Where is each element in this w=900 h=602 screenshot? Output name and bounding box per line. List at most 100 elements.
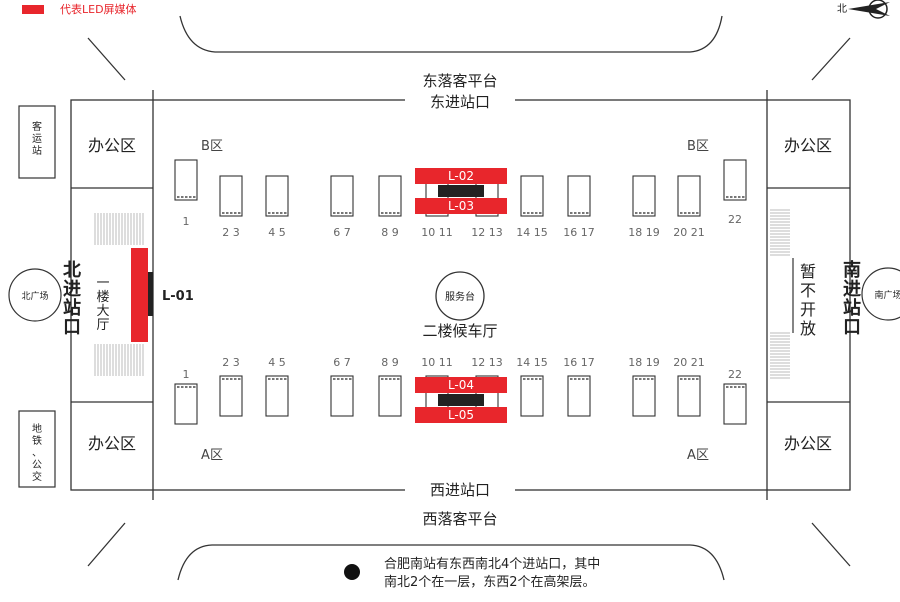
gate-bottom-19-20[interactable]: 20 21 xyxy=(673,356,705,417)
west-road-curve xyxy=(177,544,725,581)
road-line-top-right xyxy=(811,37,851,81)
zone-b-left-label: B区 xyxy=(201,139,223,154)
gate-top-19-20[interactable]: 20 21 xyxy=(673,175,705,239)
second-floor-hall-label: 二楼候车厅 xyxy=(422,322,497,340)
road-line-bottom-right xyxy=(811,522,851,567)
gate-number: 8 9 xyxy=(381,226,399,239)
gate-number: 16 17 xyxy=(563,356,595,369)
screen-l02-panel xyxy=(415,168,507,184)
first-floor-hall-label: 一楼大厅 xyxy=(96,276,109,333)
south-square-circle xyxy=(861,267,900,321)
gate-top-13-14[interactable]: 14 15 xyxy=(516,175,548,239)
gate-number: 18 19 xyxy=(628,356,660,369)
screen-l05-panel xyxy=(415,407,507,423)
west-platform-label: 西落客平台 xyxy=(422,510,497,528)
gate-bottom-0[interactable]: 1 xyxy=(174,368,198,425)
gate-bottom-1-2[interactable]: 2 3 xyxy=(219,356,243,417)
gate-number: 8 9 xyxy=(381,356,399,369)
screen-top-mount xyxy=(438,185,484,197)
gate-number: 10 11 xyxy=(421,226,453,239)
screen-l01-mount xyxy=(148,272,153,316)
screen-l04-panel xyxy=(415,377,507,393)
screen-group-bottom: L-04 L-05 xyxy=(415,377,507,423)
road-line-top-left xyxy=(87,37,126,81)
gate-top-21[interactable]: 22 xyxy=(723,159,747,226)
west-entrance-label[interactable]: 西进站口 xyxy=(430,481,490,499)
escalator-3 xyxy=(770,209,790,256)
gate-number: 16 17 xyxy=(563,226,595,239)
screen-l01-label: L-01 xyxy=(162,289,194,304)
coach-station-box xyxy=(18,105,56,179)
escalator-4 xyxy=(770,332,790,379)
zone-a-left-label: A区 xyxy=(201,448,223,463)
road-line-bottom-left xyxy=(87,522,126,567)
note-line-1: 合肥南站有东西南北4个进站口，其中 xyxy=(384,556,600,572)
gate-top-1-2[interactable]: 2 3 xyxy=(219,175,243,239)
zone-a-right-label: A区 xyxy=(687,448,709,463)
gate-number: 1 xyxy=(183,368,190,381)
east-entrance-label[interactable]: 东进站口 xyxy=(430,93,490,111)
gate-number: 18 19 xyxy=(628,226,660,239)
service-desk-label: 服务台 xyxy=(445,290,475,303)
gate-bottom-17-18[interactable]: 18 19 xyxy=(628,356,660,417)
gate-number: 12 13 xyxy=(471,356,503,369)
escalator-2 xyxy=(94,344,144,376)
compass-north-label: 北 xyxy=(837,3,847,15)
north-square-circle xyxy=(8,268,62,322)
screen-group-top: L-02 L-03 xyxy=(415,168,507,214)
gate-number: 12 13 xyxy=(471,226,503,239)
screen-bottom-mount xyxy=(438,394,484,406)
gate-row-bottom: 1 2 3 4 5 6 7 8 9 10 11 12 13 14 15 16 17 18 19 20… xyxy=(174,356,747,425)
screen-l02-label: L-02 xyxy=(448,169,474,183)
metro-bus-box xyxy=(18,410,56,488)
gate-bottom-7-8[interactable]: 8 9 xyxy=(378,356,402,417)
gate-number: 6 7 xyxy=(333,226,351,239)
gate-number: 20 21 xyxy=(673,226,705,239)
gate-number: 1 xyxy=(183,215,190,228)
gate-number: 10 11 xyxy=(421,356,453,369)
gate-bottom-5-6[interactable]: 6 7 xyxy=(330,356,354,417)
south-square-label: 南广场 xyxy=(874,289,900,301)
gate-top-7-8[interactable]: 8 9 xyxy=(378,175,402,239)
gate-bottom-21[interactable]: 22 xyxy=(723,368,747,425)
screen-l03-label: L-03 xyxy=(448,199,474,213)
gate-bottom-3-4[interactable]: 4 5 xyxy=(265,356,289,417)
escalator-group xyxy=(94,209,790,379)
gate-number: 4 5 xyxy=(268,356,286,369)
office-label-ne: 办公区 xyxy=(784,136,832,155)
gate-bottom-15-16[interactable]: 16 17 xyxy=(563,356,595,417)
gate-top-5-6[interactable]: 6 7 xyxy=(330,175,354,239)
gate-top-3-4[interactable]: 4 5 xyxy=(265,175,289,239)
office-label-sw: 办公区 xyxy=(88,434,136,453)
gate-top-17-18[interactable]: 18 19 xyxy=(628,175,660,239)
note-bullet-icon xyxy=(344,564,360,580)
gate-bottom-13-14[interactable]: 14 15 xyxy=(516,356,548,417)
zone-b-right-label: B区 xyxy=(687,139,709,154)
gate-number: 14 15 xyxy=(516,226,548,239)
coach-station-label: 客运站 xyxy=(32,120,42,157)
office-label-se: 办公区 xyxy=(784,434,832,453)
gate-number: 14 15 xyxy=(516,356,548,369)
north-entrance-label[interactable]: 北进站口 xyxy=(63,260,81,338)
closed-area-label: 暂不开放 xyxy=(800,262,816,338)
gate-top-15-16[interactable]: 16 17 xyxy=(563,175,595,239)
gate-number: 2 3 xyxy=(222,226,240,239)
screen-l04-label: L-04 xyxy=(448,378,474,392)
note-line-2: 南北2个在一层，东西2个在高架层。 xyxy=(384,574,596,590)
service-desk-circle[interactable] xyxy=(435,271,485,321)
screen-l01-panel xyxy=(131,248,148,342)
gate-number: 20 21 xyxy=(673,356,705,369)
metro-bus-label: 地铁、公交 xyxy=(32,422,42,483)
gate-number: 22 xyxy=(728,368,742,381)
compass-ring-icon xyxy=(868,0,888,19)
east-road-curve xyxy=(179,15,723,53)
screen-l03-panel xyxy=(415,198,507,214)
compass: 北 xyxy=(837,0,890,19)
south-entrance-label[interactable]: 南进站口 xyxy=(843,259,861,338)
gate-top-0[interactable]: 1 xyxy=(174,159,198,228)
office-label-nw: 办公区 xyxy=(88,136,136,155)
gate-number: 4 5 xyxy=(268,226,286,239)
escalator-1 xyxy=(94,213,144,245)
